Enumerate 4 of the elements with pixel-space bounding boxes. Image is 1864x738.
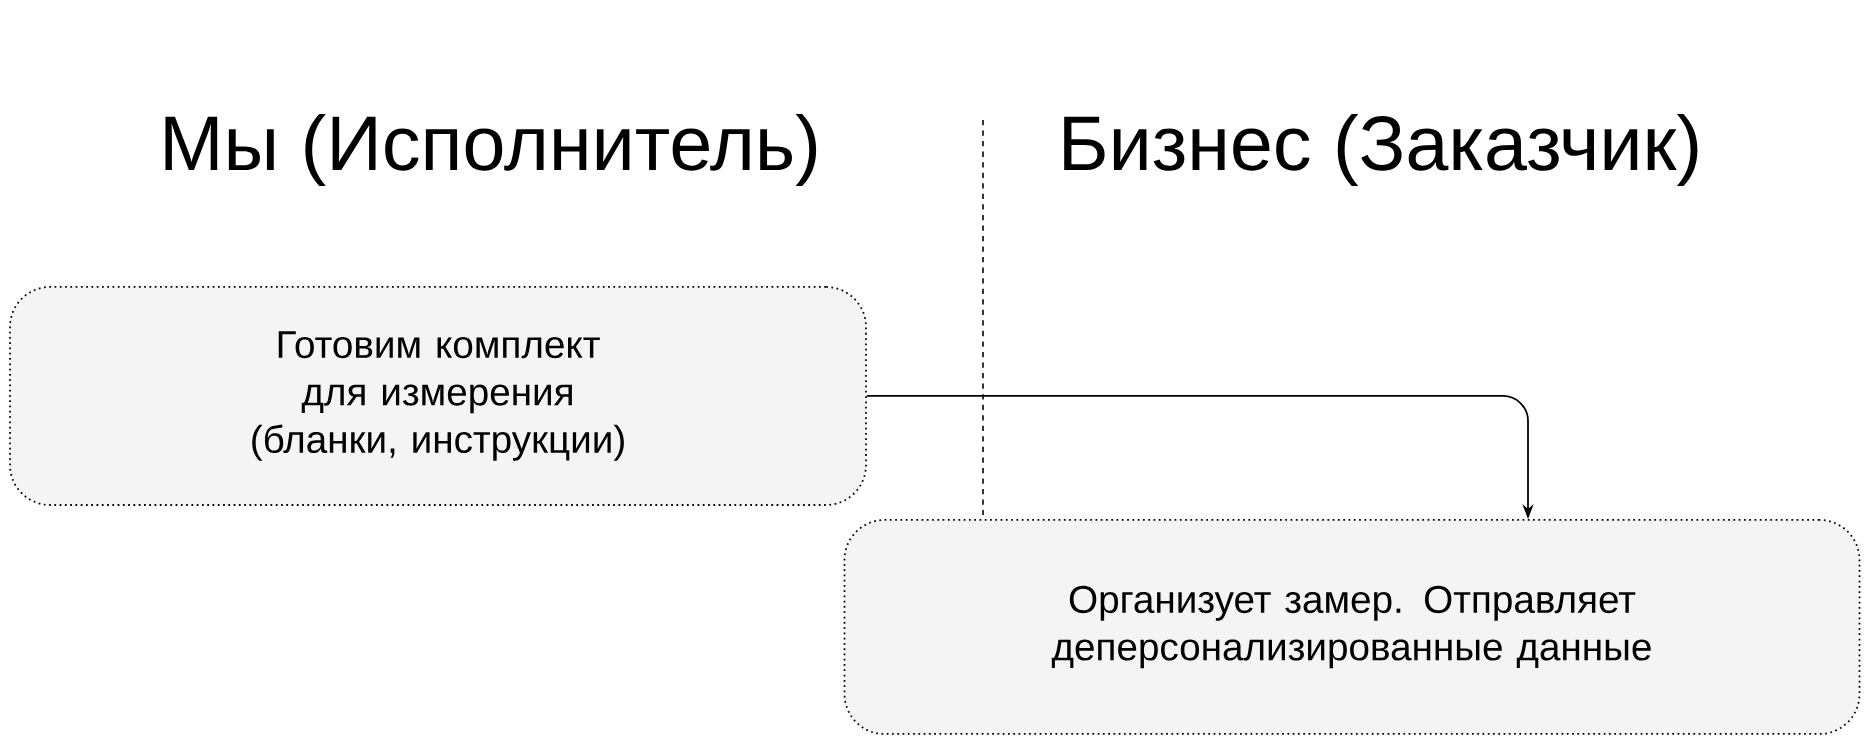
column-heading: Бизнес (Заказчик)	[1064, 113, 1698, 186]
process-box: Организует замер. Отправляет деперсонализированные данные	[843, 519, 1861, 735]
column-heading: Мы (Исполнитель)	[165, 113, 817, 186]
process-box: Готовим комплект для измерения (бланки, инструкции)	[9, 286, 867, 506]
